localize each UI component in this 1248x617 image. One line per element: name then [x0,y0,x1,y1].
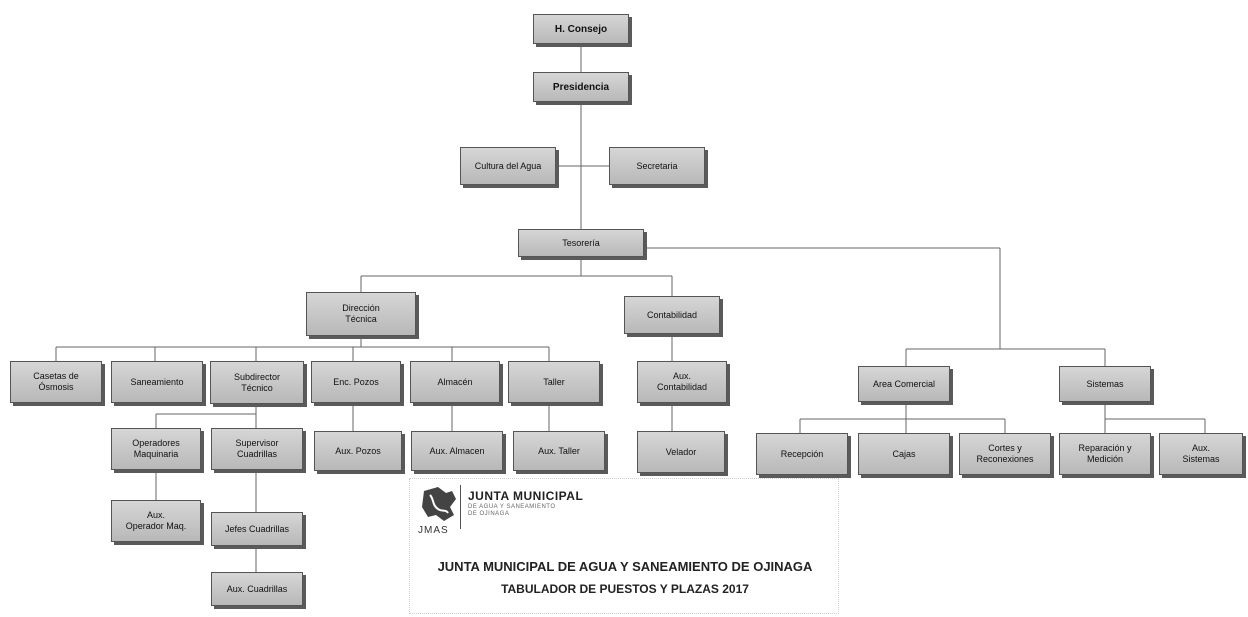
node-enc-pozos: Enc. Pozos [311,361,401,403]
page-title: JUNTA MUNICIPAL DE AGUA Y SANEAMIENTO DE… [437,559,813,574]
node-aux-operador-maq: Aux. Operador Maq. [111,500,201,542]
node-aux-sistemas: Aux. Sistemas [1159,433,1243,475]
node-aux-almacen: Aux. Almacen [411,431,503,471]
logo-name: JUNTA MUNICIPAL [468,489,584,503]
node-sistemas: Sistemas [1059,366,1151,402]
logo-subtitle-1: DE AGUA Y SANEAMIENTO [468,504,556,510]
node-casetas-de-osmosis: Casetas de Ósmosis [10,361,102,403]
node-reparacion-y-medicion: Reparación y Medición [1059,433,1151,475]
node-aux-taller: Aux. Taller [513,431,605,471]
node-saneamiento: Saneamiento [111,361,203,403]
node-contabilidad: Contabilidad [624,296,720,334]
node-area-comercial: Area Comercial [858,366,950,402]
node-supervisor-cuadrillas: Supervisor Cuadrillas [211,428,303,470]
node-secretaria: Secretaria [609,147,705,185]
node-h-consejo: H. Consejo [533,14,629,44]
node-cortes-y-reconexiones: Cortes y Reconexiones [959,433,1051,475]
node-cajas: Cajas [858,433,950,475]
node-subdirector-tecnico: Subdirector Técnico [210,361,304,404]
node-presidencia: Presidencia [533,72,629,102]
node-jefes-cuadrillas: Jefes Cuadrillas [211,512,303,546]
node-cultura-del-agua: Cultura del Agua [460,147,556,185]
node-aux-pozos: Aux. Pozos [314,431,402,471]
node-direccion-tecnica: Dirección Técnica [306,292,416,336]
node-recepcion: Recepción [756,433,848,475]
node-aux-cuadrillas: Aux. Cuadrillas [211,572,303,606]
node-taller: Taller [508,361,600,403]
node-velador: Velador [637,431,725,473]
logo-divider [460,485,461,529]
node-aux-contabilidad: Aux. Contabilidad [637,361,727,403]
title-card: JMAS JUNTA MUNICIPAL DE AGUA Y SANEAMIEN… [409,478,839,614]
page-subtitle: TABULADOR DE PUESTOS Y PLAZAS 2017 [501,582,749,596]
jmas-logo-icon [422,487,456,521]
node-tesoreria: Tesorería [518,229,644,257]
node-almacen: Almacén [410,361,500,403]
node-operadores-maquinaria: Operadores Maquinaria [111,428,201,470]
logo-acronym: JMAS [418,525,449,536]
logo-subtitle-2: DE OJINAGA [468,511,510,517]
